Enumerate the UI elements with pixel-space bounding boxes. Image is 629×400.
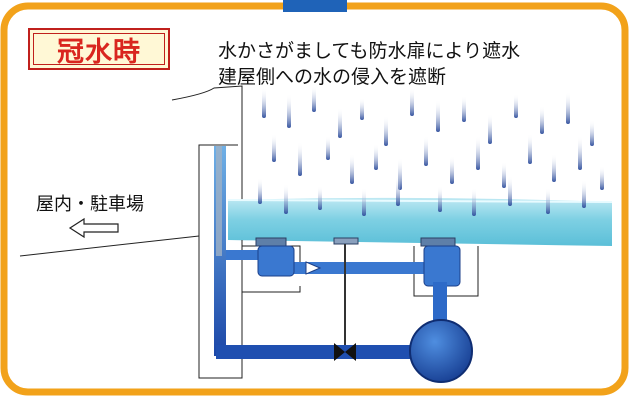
rain-drop <box>502 162 506 188</box>
flood-water <box>228 197 612 246</box>
bottom-pipe <box>216 345 412 359</box>
rain-drop <box>318 186 322 210</box>
check-valve-icon <box>305 261 322 275</box>
top-tab <box>283 0 347 12</box>
rain-drop <box>350 154 354 184</box>
flood-mode-text: 冠水時 <box>57 36 141 68</box>
vertical-pipe-right <box>433 282 447 324</box>
rain-drop <box>362 188 366 216</box>
drain-grate-right <box>420 237 456 247</box>
rain-drop <box>450 156 454 184</box>
rain-drop <box>476 136 480 170</box>
rain-drop <box>287 94 291 128</box>
rain-drop <box>540 106 544 134</box>
rain-drop <box>514 94 518 118</box>
rain-drop <box>360 98 364 120</box>
rain-drop <box>384 116 388 146</box>
rain-drop <box>462 96 466 122</box>
left-arrow-icon <box>68 217 119 239</box>
rain-drops <box>258 86 604 216</box>
description-line-2: 建屋側への水の侵入を遮断 <box>218 66 447 88</box>
indoor-parking-label: 屋内・駐車場 <box>36 194 144 215</box>
rain-drop <box>374 144 378 170</box>
rain-drop <box>284 184 288 214</box>
rain-drop <box>488 114 492 144</box>
rain-drop <box>258 178 262 204</box>
rain-drop <box>566 92 570 124</box>
rain-drop <box>312 86 316 112</box>
flood-mode-label: 冠水時 <box>28 28 170 70</box>
rain-drop <box>262 88 266 118</box>
building-wall <box>171 85 243 379</box>
rain-drop <box>552 154 556 182</box>
description-line-1: 水かさがましても防水扉により遮水 <box>218 40 521 62</box>
drain-grate-left <box>255 237 287 247</box>
rain-drop <box>410 88 414 116</box>
rain-drop <box>600 166 604 190</box>
pump-circle-icon <box>409 319 473 383</box>
floor-line <box>19 235 200 257</box>
rain-drop <box>438 186 442 212</box>
rain-drop <box>578 136 582 170</box>
rain-drop <box>272 134 276 162</box>
drain-grate-center <box>333 237 359 245</box>
rain-drop <box>424 136 428 166</box>
rain-drop <box>338 108 342 138</box>
bowtie-valve-icon <box>345 343 356 361</box>
collection-box-left <box>257 245 295 277</box>
rain-drop <box>528 134 532 164</box>
rain-drop <box>472 188 476 216</box>
rain-drop <box>546 188 550 214</box>
rain-drop <box>298 142 302 176</box>
rain-drop <box>582 180 586 208</box>
collection-box-right <box>423 245 461 287</box>
rain-drop <box>436 100 440 132</box>
rain-drop <box>396 176 400 206</box>
rain-drop <box>326 136 330 160</box>
rain-drop <box>590 120 594 146</box>
rain-drop <box>508 176 512 206</box>
